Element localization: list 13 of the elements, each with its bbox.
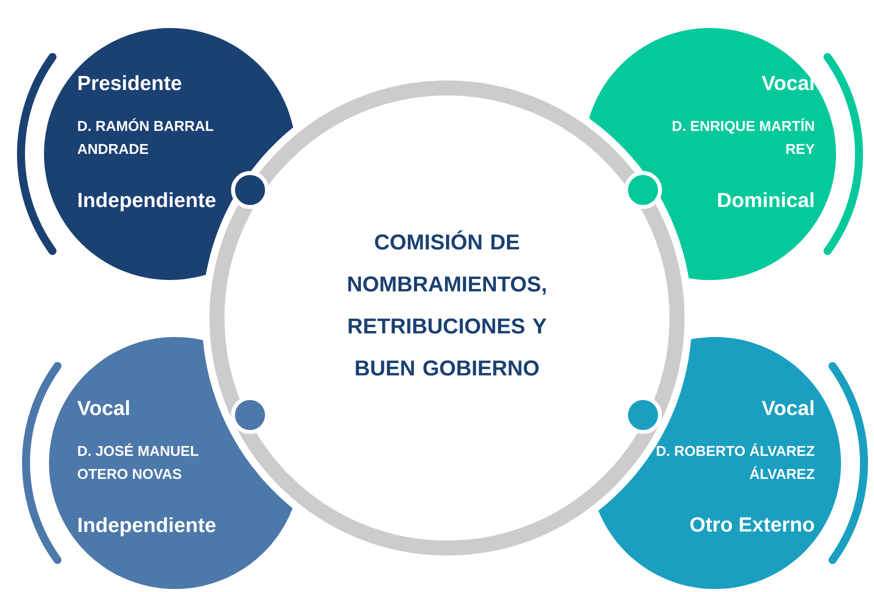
role-label: Vocal bbox=[77, 400, 129, 416]
category-label: Independiente bbox=[78, 192, 216, 212]
committee-title: COMISIÓN DE NOMBRAMIENTOS, RETRIBUCIONES Y BUEN GOBIERNO bbox=[348, 230, 546, 376]
role-label: Vocal bbox=[762, 400, 814, 416]
category-label: Independiente bbox=[78, 517, 216, 536]
category-label: Otro Externo bbox=[690, 517, 814, 532]
member-name: D. RAMÓN BARRAL ANDRADE bbox=[78, 118, 214, 154]
role-label: Vocal bbox=[762, 75, 814, 90]
category-label: Dominical bbox=[718, 192, 814, 208]
role-label: Presidente bbox=[78, 75, 182, 90]
member-name: D. ROBERTO ÁLVAREZ ÁLVAREZ bbox=[656, 443, 814, 479]
member-name: D. ENRIQUE MARTÍN REY bbox=[672, 118, 815, 154]
member-name: D. JOSÉ MANUEL OTERO NOVAS bbox=[78, 443, 198, 480]
